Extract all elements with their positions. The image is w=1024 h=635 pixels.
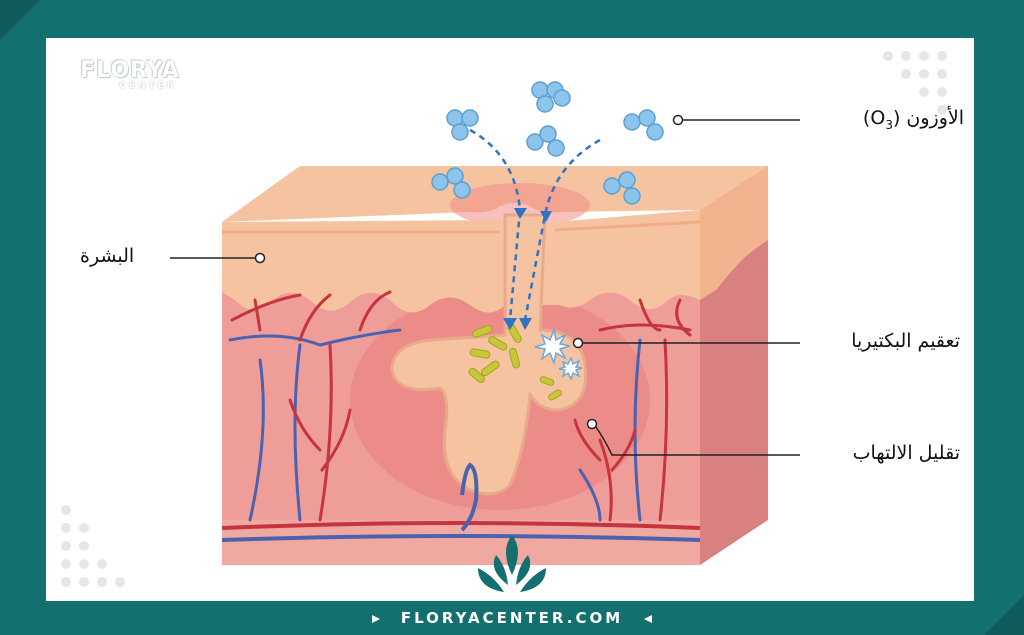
- sterilization-burst-icon: [534, 327, 583, 381]
- label-ozone-prefix: الأوزون (O: [870, 107, 964, 129]
- ozone-flow-arrows: [469, 128, 601, 321]
- skin-side-epidermis: [700, 166, 768, 300]
- frame-corner-tl: [0, 0, 40, 40]
- lotus-leaf-logo: [478, 535, 546, 592]
- label-ozone-sub: 3: [885, 117, 893, 132]
- label-ozone: الأوزون (O3): [863, 107, 964, 132]
- brand-name: FLORYA: [80, 58, 180, 83]
- label-inflammation: تقليل الالتهاب: [852, 442, 960, 464]
- artery-base: [221, 521, 701, 530]
- label-skin: البشرة: [80, 245, 135, 267]
- arrowheads: [503, 208, 552, 330]
- decor-dots-bottom-left: [61, 505, 125, 587]
- footer-arrows: [372, 615, 652, 623]
- decor-dots-top-right: [883, 51, 947, 115]
- hypodermis-band: [222, 520, 700, 565]
- footer-url[interactable]: FLORYACENTER.COM: [400, 609, 624, 627]
- ozone-molecules: [431, 81, 664, 205]
- leader-dots: [254, 114, 684, 430]
- frame-corner-br: [984, 595, 1024, 635]
- bacteria-cluster: [468, 323, 562, 401]
- epidermis-line: [222, 220, 701, 234]
- label-ozone-suffix: ): [862, 107, 871, 129]
- leader-lines: [170, 119, 800, 456]
- vein-base: [221, 534, 701, 542]
- epidermis-layer: [222, 210, 700, 313]
- follicle-vessel: [460, 462, 479, 532]
- label-bacteria: تعقيم البكتيريا: [851, 330, 960, 352]
- brand-logo-top: FLORYA CENTER: [70, 58, 190, 91]
- brand-sub: CENTER: [119, 81, 177, 91]
- blood-vessels: [228, 290, 692, 522]
